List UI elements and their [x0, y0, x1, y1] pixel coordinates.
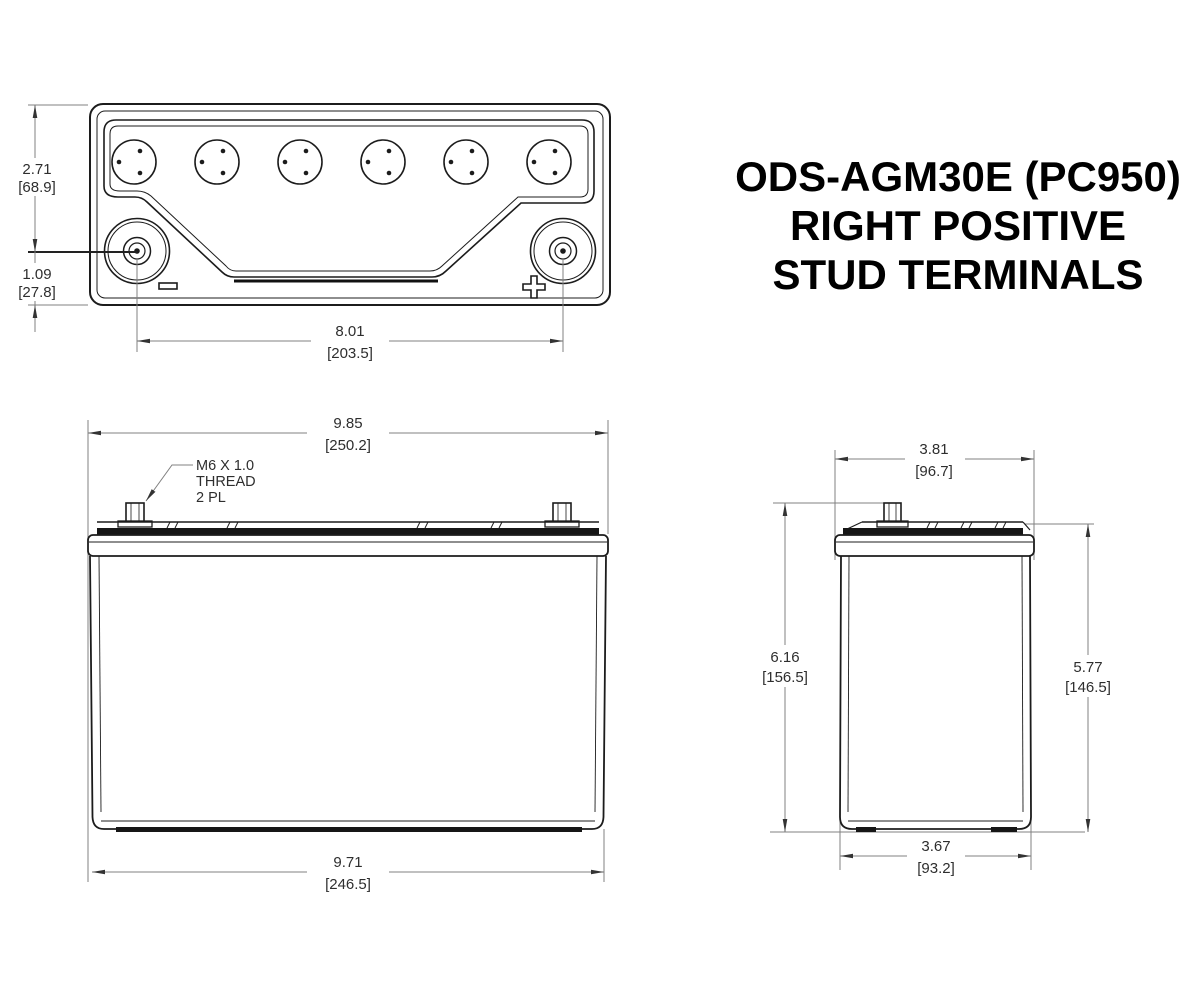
front-lid	[87, 521, 609, 557]
dim-side-width-overall-in: 3.81	[919, 441, 948, 458]
front-positive-stud	[544, 502, 580, 528]
vent-cap	[526, 139, 572, 185]
top-view-case-inner-line	[96, 110, 604, 299]
side-body	[839, 555, 1032, 832]
vent-cap	[194, 139, 240, 185]
dim-front-width-base-in: 9.71	[333, 854, 362, 871]
positive-terminal-icon	[522, 275, 546, 299]
top-view-cover-band-outer	[103, 119, 595, 278]
dim-side-width-base-mm: [93.2]	[917, 860, 955, 877]
side-foot-right	[991, 827, 1017, 832]
dim-terminal-spacing-in: 8.01	[335, 323, 364, 340]
dim-top-height-lower-mm: [27.8]	[18, 284, 56, 301]
dim-side-width-overall-mm: [96.7]	[915, 463, 953, 480]
vent-cap	[443, 139, 489, 185]
dim-side-height-overall-mm: [156.5]	[762, 669, 808, 686]
front-body	[89, 555, 607, 832]
dim-front-width-overall-in: 9.85	[333, 415, 362, 432]
top-view: 2.71 [68.9] 1.09 [27.8] 8.01 [203.5]	[13, 103, 611, 362]
front-view: 9.85 [250.2] M6 X 1.0 THREAD 2 PL	[87, 415, 609, 893]
dim-side-height-case-in: 5.77	[1073, 659, 1102, 676]
dim-side-width-base-in: 3.67	[921, 838, 950, 855]
thread-note-line-1: M6 X 1.0	[196, 458, 254, 474]
dim-front-width-base-mm: [246.5]	[325, 876, 371, 893]
title-block: ODS-AGM30E (PC950) RIGHT POSITIVE STUD T…	[735, 153, 1181, 298]
top-view-case-outline	[89, 103, 611, 306]
vent-cap	[277, 139, 323, 185]
negative-terminal-icon	[158, 282, 178, 290]
vent-cap	[360, 139, 406, 185]
side-foot-left	[856, 827, 876, 832]
dim-top-height-upper-mm: [68.9]	[18, 179, 56, 196]
dim-side-height-overall-in: 6.16	[770, 649, 799, 666]
dim-top-height-upper-in: 2.71	[22, 161, 51, 178]
dim-terminal-spacing-mm: [203.5]	[327, 345, 373, 362]
vent-caps	[111, 139, 572, 185]
front-negative-stud	[117, 502, 153, 528]
front-base-foot	[116, 827, 582, 832]
drawing-title-line-3: STUD TERMINALS	[773, 251, 1144, 298]
top-view-cover-band-inner	[109, 125, 589, 272]
dim-side-height-case-mm: [146.5]	[1065, 679, 1111, 696]
dim-top-height-lower-in: 1.09	[22, 266, 51, 283]
side-view: 3.81 [96.7] 6.16 [156.5] 5.77 [146.5]	[757, 441, 1120, 877]
dim-front-width-overall-mm: [250.2]	[325, 437, 371, 454]
drawing-title-line-2: RIGHT POSITIVE	[790, 202, 1126, 249]
drawing-title-line-1: ODS-AGM30E (PC950)	[735, 153, 1181, 200]
thread-note-line-3: 2 PL	[196, 490, 226, 506]
vent-cap	[111, 139, 157, 185]
side-lid	[834, 521, 1035, 557]
top-view-dimensions: 2.71 [68.9] 1.09 [27.8] 8.01 [203.5]	[13, 104, 564, 362]
thread-note-leader	[145, 464, 193, 502]
thread-note-line-2: THREAD	[196, 474, 256, 490]
side-stud	[876, 502, 909, 528]
